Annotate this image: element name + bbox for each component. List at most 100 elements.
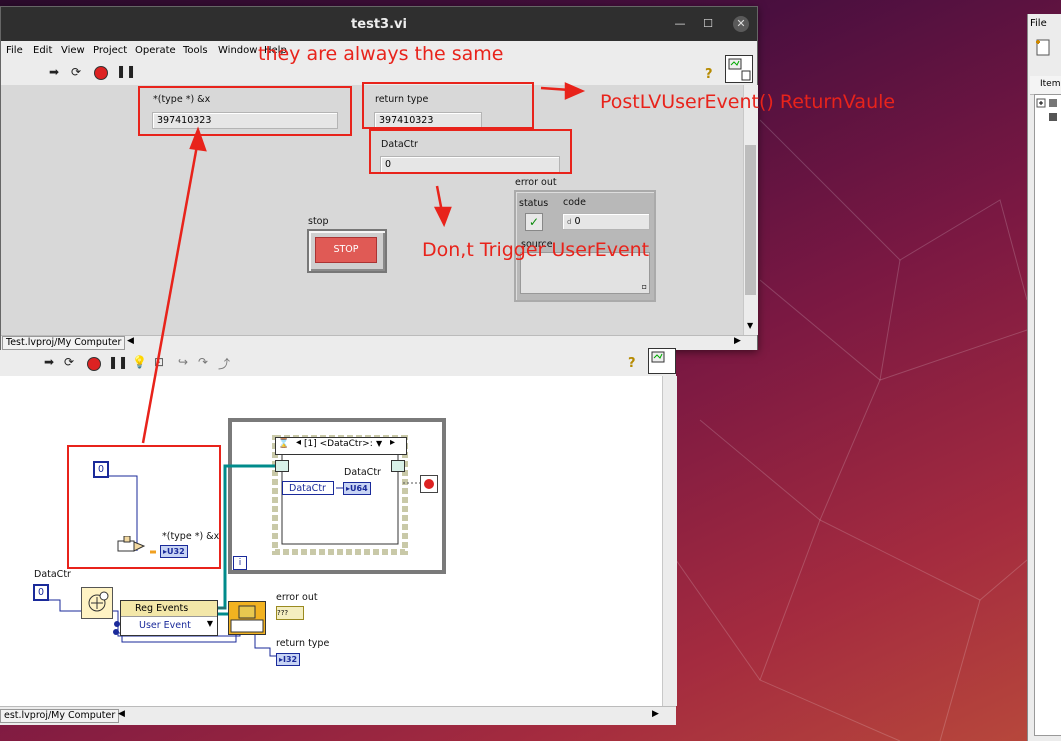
menu-window[interactable]: Window [218, 45, 258, 56]
close-button[interactable]: ✕ [733, 16, 749, 32]
scroll-right-icon[interactable]: ▶ [652, 709, 659, 719]
pointer-to-value-node[interactable] [116, 535, 150, 558]
fp-status-bar: Test.lvproj/My Computer ◀ ▶ [1, 335, 757, 350]
project-path: Test.lvproj/My Computer [2, 336, 126, 350]
step-over-icon[interactable]: ↷ [198, 355, 209, 369]
project-explorer-window: File Item [1027, 14, 1061, 741]
help-icon[interactable]: ? [705, 67, 713, 82]
annotation-box-datactr [369, 129, 572, 174]
run-continuous-icon[interactable]: ⟳ [71, 65, 82, 79]
annotation-box-typeptr [138, 86, 352, 136]
items-header-label: Item [1040, 79, 1061, 89]
vi-icon[interactable] [648, 348, 676, 374]
event-case-selector[interactable]: ⌛ ◂ [1] <DataCtr>: ▼ ▸ [275, 437, 407, 455]
scroll-left-icon[interactable]: ◀ [118, 709, 125, 719]
dropdown-arrow-icon[interactable]: ▼ [206, 619, 213, 628]
error-out-bd-label: error out [276, 592, 318, 603]
code-indicator: d 0 [562, 213, 650, 230]
return-type-terminal[interactable]: ▸I32 [276, 653, 301, 666]
run-continuous-icon[interactable]: ⟳ [64, 355, 75, 369]
event-data-node[interactable] [275, 460, 289, 472]
source-indicator: ▫ [520, 252, 650, 294]
error-out-cluster: status ✓ code d 0 source ▫ [514, 190, 656, 302]
event-datactr-field[interactable]: DataCtr [282, 481, 334, 495]
vi-icon[interactable] [725, 55, 753, 83]
error-out-label: error out [515, 177, 557, 188]
annotation-box-bd [67, 445, 221, 569]
front-panel-area: *(type *) &x 397410323 return type 39741… [1, 82, 743, 335]
window-title: test3.vi [351, 17, 407, 32]
generate-user-event-node[interactable] [228, 601, 266, 635]
event-output-node[interactable] [391, 460, 405, 472]
datactr-label: DataCtr [381, 139, 418, 150]
annotation-same: they are always the same [258, 43, 504, 65]
reg-events-title: Reg Events [121, 601, 217, 617]
type-ptr-indicator: 397410323 [152, 112, 338, 129]
scroll-down-icon[interactable]: ▼ [747, 321, 754, 330]
run-arrow-icon[interactable]: ➡ [44, 355, 55, 369]
block-diagram-canvas[interactable]: 0 *(type *) &x ▸U32 DataCtr 0 Reg Events… [0, 376, 662, 706]
annotation-postlvuserevent: PostLVUserEvent() ReturnVaule [600, 91, 896, 113]
timeout-hourglass-icon: ⌛ [278, 439, 290, 449]
datactr-bd-label: DataCtr [34, 569, 71, 580]
create-user-event-node[interactable] [81, 587, 113, 619]
items-header: Item [1030, 76, 1061, 95]
zero-constant[interactable]: 0 [93, 461, 110, 478]
run-arrow-icon[interactable]: ➡ [49, 65, 60, 79]
status-check-icon: ✓ [525, 213, 543, 231]
menu-help[interactable]: Help [264, 45, 287, 56]
bd-toolbar: ➡ ⟳ ❚❚ 💡 ⊡ ↪ ↷ ⤴ ? [0, 348, 676, 376]
highlight-execution-icon[interactable]: 💡 [132, 355, 147, 369]
stop-button[interactable]: STOP [307, 229, 387, 273]
step-out-icon[interactable]: ⤴ [218, 357, 231, 371]
reg-events-node[interactable]: Reg Events User Event ▼ [120, 600, 218, 636]
project-tree[interactable] [1034, 94, 1061, 736]
abort-icon[interactable] [94, 66, 108, 80]
next-case-icon[interactable]: ▸ [390, 437, 396, 448]
datactr-control[interactable]: 0 [33, 584, 50, 601]
scroll-icon[interactable]: ▫ [641, 282, 647, 291]
bd-vertical-scrollbar[interactable] [662, 376, 677, 706]
event-datactr-label: DataCtr [344, 467, 381, 478]
abort-icon[interactable] [87, 357, 101, 371]
prev-case-icon[interactable]: ◂ [296, 437, 302, 448]
fp-toolbar: ➡ ⟳ ❚❚ ? [1, 55, 757, 86]
stop-button-label: STOP [315, 237, 377, 263]
scroll-left-icon[interactable]: ◀ [127, 336, 134, 346]
pause-icon[interactable]: ❚❚ [116, 64, 137, 78]
menu-operate[interactable]: Operate [135, 45, 176, 56]
return-type-bd-label: return type [276, 638, 330, 649]
menu-tools[interactable]: Tools [183, 45, 208, 56]
new-file-icon[interactable] [1034, 38, 1058, 60]
u32-label: U32 [167, 547, 185, 556]
return-type-label: return type [375, 94, 429, 105]
menu-project[interactable]: Project [93, 45, 128, 56]
type-ptr-label: *(type *) &x [153, 94, 211, 105]
retain-wire-values-icon[interactable]: ⊡ [154, 355, 165, 369]
help-icon[interactable]: ? [628, 356, 636, 371]
source-label: source [521, 239, 553, 250]
fp-vertical-scrollbar[interactable]: ▼ [743, 85, 758, 335]
annotation-box-returntype [362, 82, 534, 129]
step-into-icon[interactable]: ↪ [178, 355, 189, 369]
type-ptr-bd-label: *(type *) &x [162, 531, 220, 542]
front-panel-window: test3.vi — ☐ ✕ File Edit View Project Op… [0, 6, 758, 350]
menu-file[interactable]: File [1030, 18, 1047, 29]
minimize-button[interactable]: — [674, 17, 686, 30]
scroll-right-icon[interactable]: ▶ [734, 336, 741, 346]
code-radix: d [567, 218, 572, 226]
menu-bar: File Edit View Project Operate Tools Win… [1, 41, 757, 61]
maximize-button[interactable]: ☐ [703, 17, 713, 30]
error-out-terminal[interactable]: ??? [276, 606, 304, 620]
u64-label: U64 [350, 484, 368, 493]
pause-icon[interactable]: ❚❚ [108, 355, 129, 369]
type-ptr-terminal[interactable]: ▸U32 [160, 545, 188, 558]
datactr-u64-terminal[interactable]: ▸U64 [343, 482, 371, 495]
menu-file[interactable]: File [6, 45, 23, 56]
user-event-selector[interactable]: User Event [139, 620, 191, 631]
stop-terminal[interactable] [420, 475, 438, 493]
scroll-thumb[interactable] [745, 145, 756, 295]
menu-view[interactable]: View [61, 45, 85, 56]
menu-edit[interactable]: Edit [33, 45, 53, 56]
case-dropdown-icon[interactable]: ▼ [376, 439, 383, 448]
